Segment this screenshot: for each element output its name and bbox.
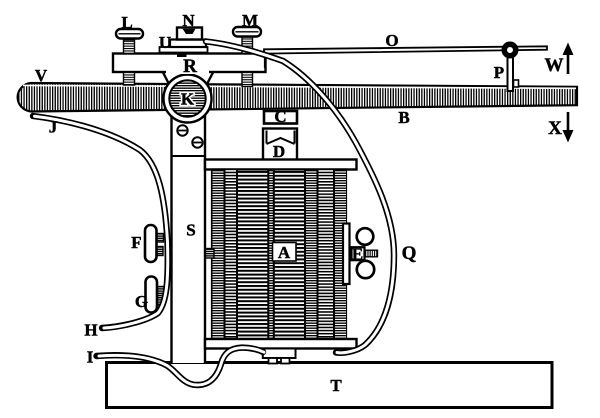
svg-text:I: I xyxy=(87,348,94,367)
svg-text:T: T xyxy=(330,376,342,395)
svg-text:L: L xyxy=(121,13,132,32)
svg-text:V: V xyxy=(35,66,48,85)
svg-text:K: K xyxy=(181,90,195,109)
svg-text:U: U xyxy=(159,33,171,52)
svg-text:R: R xyxy=(183,56,197,77)
svg-text:Q: Q xyxy=(402,243,417,264)
svg-text:N: N xyxy=(182,11,195,30)
svg-text:D: D xyxy=(273,142,285,161)
svg-text:F: F xyxy=(131,233,141,252)
svg-text:S: S xyxy=(186,221,195,240)
svg-text:C: C xyxy=(274,107,286,126)
svg-text:O: O xyxy=(385,31,398,50)
svg-text:A: A xyxy=(278,243,291,262)
svg-text:E: E xyxy=(352,245,363,264)
svg-text:H: H xyxy=(84,321,97,340)
svg-text:K: K xyxy=(181,90,195,109)
svg-text:M: M xyxy=(242,11,258,30)
svg-text:W: W xyxy=(545,55,564,76)
svg-text:P: P xyxy=(494,63,504,82)
svg-text:G: G xyxy=(135,292,148,311)
svg-text:J: J xyxy=(49,118,58,137)
svg-text:X: X xyxy=(548,118,562,139)
svg-text:B: B xyxy=(398,108,409,127)
